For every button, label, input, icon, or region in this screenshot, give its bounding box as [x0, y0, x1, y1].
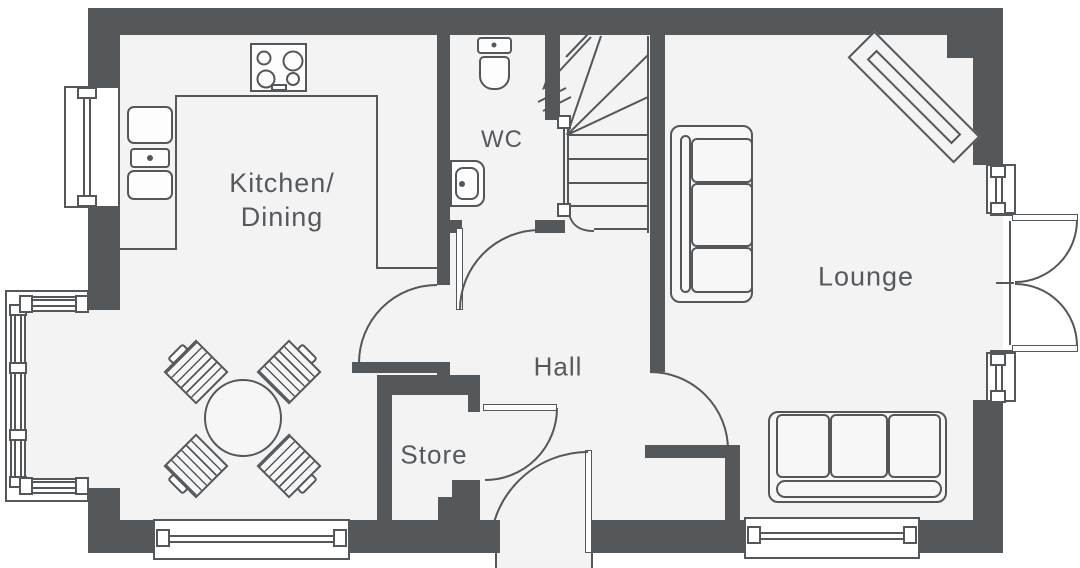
- wall-left-lower: [88, 488, 120, 553]
- sofa-bottom-back: [776, 480, 942, 498]
- door-leaf-french-bottom: [1012, 345, 1078, 352]
- door-leaf-french-top: [1012, 214, 1078, 221]
- bay-window-top-pane: [20, 296, 88, 312]
- window-icon-kitchen-bottom: [153, 519, 350, 560]
- sink-icon-bowl-bottom: [127, 170, 173, 200]
- wall-store-step1: [452, 480, 480, 497]
- sofa-bottom-cushion: [830, 414, 888, 478]
- front-door-threshold: [495, 553, 593, 568]
- window-icon-lounge-bottom: [744, 517, 920, 559]
- wall-store-top: [377, 375, 480, 395]
- wall-top-right-block: [973, 35, 1003, 165]
- room-label-wc: WC: [481, 126, 523, 153]
- sofa-left-back: [680, 135, 691, 293]
- door-swing-french-bottom: [1014, 283, 1078, 347]
- sofa-bottom-cushion: [888, 414, 941, 478]
- wall-bottom-center: [590, 520, 725, 553]
- wall-stairs-left: [545, 35, 560, 120]
- window-icon-left: [64, 86, 120, 208]
- bay-window-bottom-pane: [20, 478, 88, 494]
- sofa-left-cushion: [691, 138, 753, 183]
- toilet-icon-cistern: [477, 37, 512, 54]
- toilet-icon-bowl: [479, 56, 510, 90]
- wall-hall-lounge: [650, 35, 665, 372]
- room-label-kitchen-line2: Dining: [240, 202, 324, 232]
- wall-store-left: [377, 395, 392, 520]
- wall-lounge-jog: [725, 458, 740, 520]
- sink-icon-drainer: [130, 148, 170, 168]
- room-label-kitchen: Kitchen/ Dining: [229, 166, 335, 234]
- wall-kitchen-fin: [352, 362, 450, 373]
- window-icon-right-2: [986, 352, 1016, 402]
- door-leaf-wc: [456, 228, 463, 310]
- door-leaf-store: [483, 404, 557, 411]
- door-leaf-front: [585, 450, 592, 553]
- sofa-left-cushion: [691, 183, 753, 247]
- wall-kitchen-wc: [437, 35, 450, 285]
- wall-store-step2: [438, 497, 480, 520]
- bay-interior: [25, 310, 118, 488]
- room-label-kitchen-line1: Kitchen/: [229, 168, 335, 198]
- basin-icon-inner: [455, 167, 479, 200]
- wall-wc-bottom-right: [535, 220, 565, 233]
- wall-lounge-door-fin: [645, 445, 740, 458]
- sink-icon-bowl-top: [127, 106, 173, 144]
- sofa-left-cushion: [691, 247, 753, 293]
- wall-top: [88, 8, 1003, 35]
- hob-icon: [250, 43, 307, 92]
- room-label-lounge: Lounge: [817, 261, 915, 292]
- window-icon-right-1: [986, 164, 1016, 214]
- room-label-store: Store: [400, 439, 468, 470]
- sofa-bottom-cushion: [776, 414, 830, 478]
- door-swing-french-top: [1014, 219, 1078, 283]
- room-label-hall: Hall: [533, 351, 583, 382]
- wall-store-jamb: [468, 395, 480, 412]
- bay-window-left-pane: [10, 306, 26, 488]
